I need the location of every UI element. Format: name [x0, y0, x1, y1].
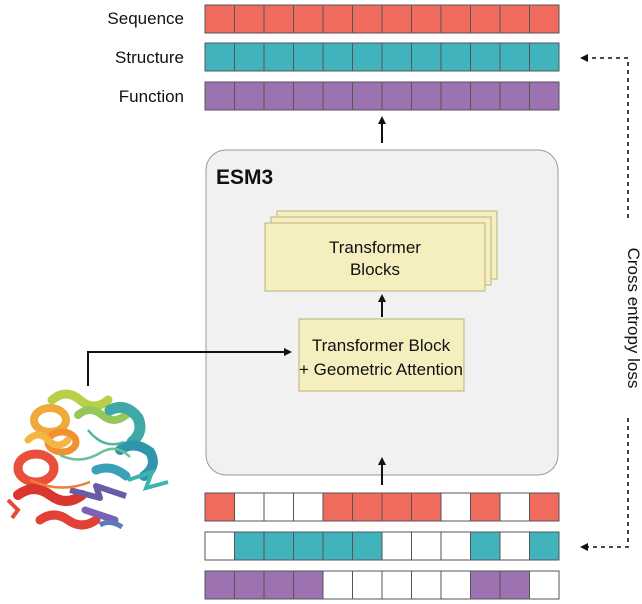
token-cell — [470, 42, 501, 72]
token-cell — [352, 492, 383, 522]
token-cell — [293, 570, 324, 600]
masked-token-cell — [204, 531, 235, 561]
output-function-track — [204, 81, 560, 111]
token-cell — [263, 4, 294, 34]
token-cell — [322, 81, 353, 111]
token-cell — [204, 42, 235, 72]
masked-token-cell — [499, 492, 530, 522]
token-cell — [529, 531, 560, 561]
masked-token-cell — [352, 570, 383, 600]
masked-token-cell — [381, 570, 412, 600]
input-sequence-track — [204, 492, 560, 522]
loss-label: Cross entropy loss — [624, 248, 642, 389]
output-structure-track — [204, 42, 560, 72]
token-cell — [440, 4, 471, 34]
token-cell — [529, 492, 560, 522]
token-cell — [234, 4, 265, 34]
masked-token-cell — [440, 492, 471, 522]
masked-token-cell — [322, 570, 353, 600]
token-cell — [470, 531, 501, 561]
transformer-blocks-label-line2: Blocks — [350, 260, 400, 279]
token-cell — [322, 4, 353, 34]
token-cell — [411, 492, 442, 522]
token-cell — [470, 492, 501, 522]
token-cell — [470, 81, 501, 111]
token-cell — [499, 570, 530, 600]
token-cell — [263, 570, 294, 600]
model-title: ESM3 — [216, 166, 273, 189]
masked-token-cell — [381, 531, 412, 561]
token-cell — [293, 4, 324, 34]
transformer-blocks-label-line1: Transformer — [329, 238, 421, 257]
token-cell — [470, 570, 501, 600]
token-cell — [204, 492, 235, 522]
token-cell — [499, 81, 530, 111]
token-cell — [293, 531, 324, 561]
loss-dashed-line-top — [580, 54, 629, 218]
masked-token-cell — [411, 531, 442, 561]
masked-token-cell — [263, 492, 294, 522]
input-structure-track — [204, 531, 560, 561]
token-cell — [234, 531, 265, 561]
loss-dashed-line-bottom — [580, 418, 629, 551]
token-cell — [381, 492, 412, 522]
token-cell — [204, 4, 235, 34]
token-cell — [352, 42, 383, 72]
token-cell — [204, 81, 235, 111]
masked-token-cell — [293, 492, 324, 522]
token-cell — [440, 81, 471, 111]
masked-token-cell — [440, 570, 471, 600]
token-cell — [381, 42, 412, 72]
masked-token-cell — [499, 531, 530, 561]
transformer-blocks-box — [264, 222, 486, 292]
structure-label: Structure — [115, 48, 184, 67]
token-cell — [322, 42, 353, 72]
sequence-label: Sequence — [107, 9, 184, 28]
token-cell — [293, 81, 324, 111]
function-label: Function — [119, 87, 184, 106]
token-cell — [352, 4, 383, 34]
masked-token-cell — [234, 492, 265, 522]
token-cell — [529, 4, 560, 34]
token-cell — [263, 531, 294, 561]
masked-token-cell — [440, 531, 471, 561]
token-cell — [263, 81, 294, 111]
token-cell — [499, 42, 530, 72]
token-cell — [411, 4, 442, 34]
token-cell — [263, 42, 294, 72]
protein-structure-icon — [6, 389, 169, 530]
token-cell — [381, 4, 412, 34]
token-cell — [411, 81, 442, 111]
geometric-block-label-line1: Transformer Block — [312, 336, 451, 355]
token-cell — [499, 4, 530, 34]
masked-token-cell — [529, 570, 560, 600]
geometric-attention-block — [298, 318, 465, 392]
token-cell — [293, 42, 324, 72]
masked-token-cell — [411, 570, 442, 600]
token-cell — [440, 42, 471, 72]
token-cell — [322, 531, 353, 561]
token-cell — [234, 570, 265, 600]
token-cell — [352, 81, 383, 111]
structure-input-arrow — [87, 348, 292, 386]
token-cell — [411, 42, 442, 72]
token-cell — [322, 492, 353, 522]
token-cell — [470, 4, 501, 34]
token-cell — [234, 42, 265, 72]
output-sequence-track — [204, 4, 560, 34]
token-cell — [381, 81, 412, 111]
token-cell — [234, 81, 265, 111]
input-function-track — [204, 570, 560, 600]
token-cell — [529, 81, 560, 111]
token-cell — [529, 42, 560, 72]
token-cell — [352, 531, 383, 561]
geometric-block-label-line2: + Geometric Attention — [299, 360, 463, 379]
token-cell — [204, 570, 235, 600]
